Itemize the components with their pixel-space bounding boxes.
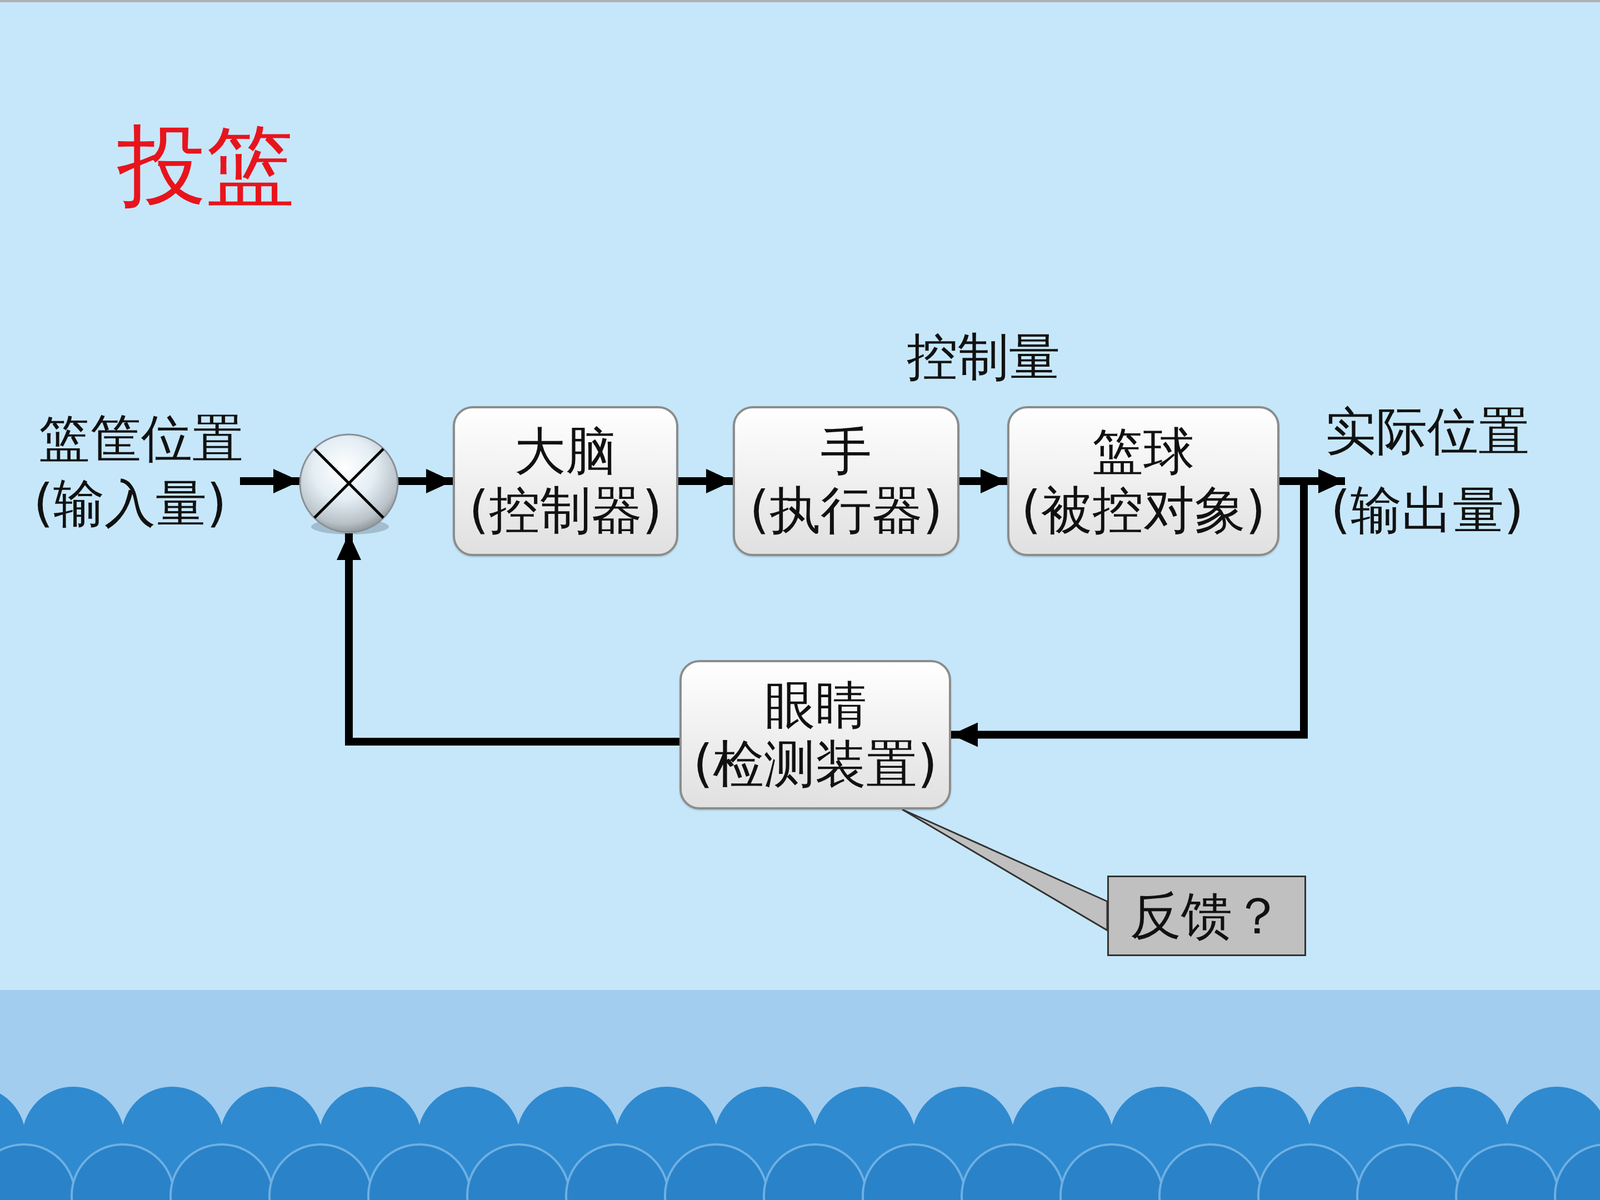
node-role: (控制器) [468,481,663,540]
node-name: 眼睛 [764,676,867,735]
summing-junction [300,434,398,535]
bottom-band [0,990,1600,1200]
node-role: (检测装置) [693,735,938,794]
output-signal-label: 实际位置 [1325,401,1530,463]
signal-arrow [959,477,1008,485]
input-signal-label: 篮筐位置 [38,408,244,470]
scallop-border [0,1086,1600,1200]
output-signal-label: (输出量) [1330,480,1524,542]
callout-box: 反馈？ [1107,875,1307,957]
input-arrow [240,477,300,485]
junction-cross [314,448,384,518]
node-role: (执行器) [749,481,943,540]
callout-pointer [902,809,1108,931]
input-signal-label: (输入量) [33,473,227,535]
node-name: 大脑 [514,422,617,482]
node-name: 手 [820,422,872,482]
plant-box: 篮球(被控对象) [1007,406,1280,557]
sensor-box: 眼睛(检测装置) [679,660,952,810]
feedback-arrow [348,533,680,742]
junction-cross [314,448,384,518]
signal-arrow [678,477,733,485]
error-arrow [397,477,453,485]
node-role: (被控对象) [1021,481,1266,540]
node-name: 篮球 [1092,422,1195,482]
junction-circle [300,434,398,533]
signal-arrow [951,481,1304,735]
signal-label: 控制量 [866,326,1100,388]
actuator-box: 手(执行器) [732,406,960,557]
controller-box: 大脑(控制器) [452,406,679,557]
slide-title: 投篮 [117,116,295,215]
node-name: 反馈？ [1130,886,1284,946]
top-rule [0,0,1600,3]
